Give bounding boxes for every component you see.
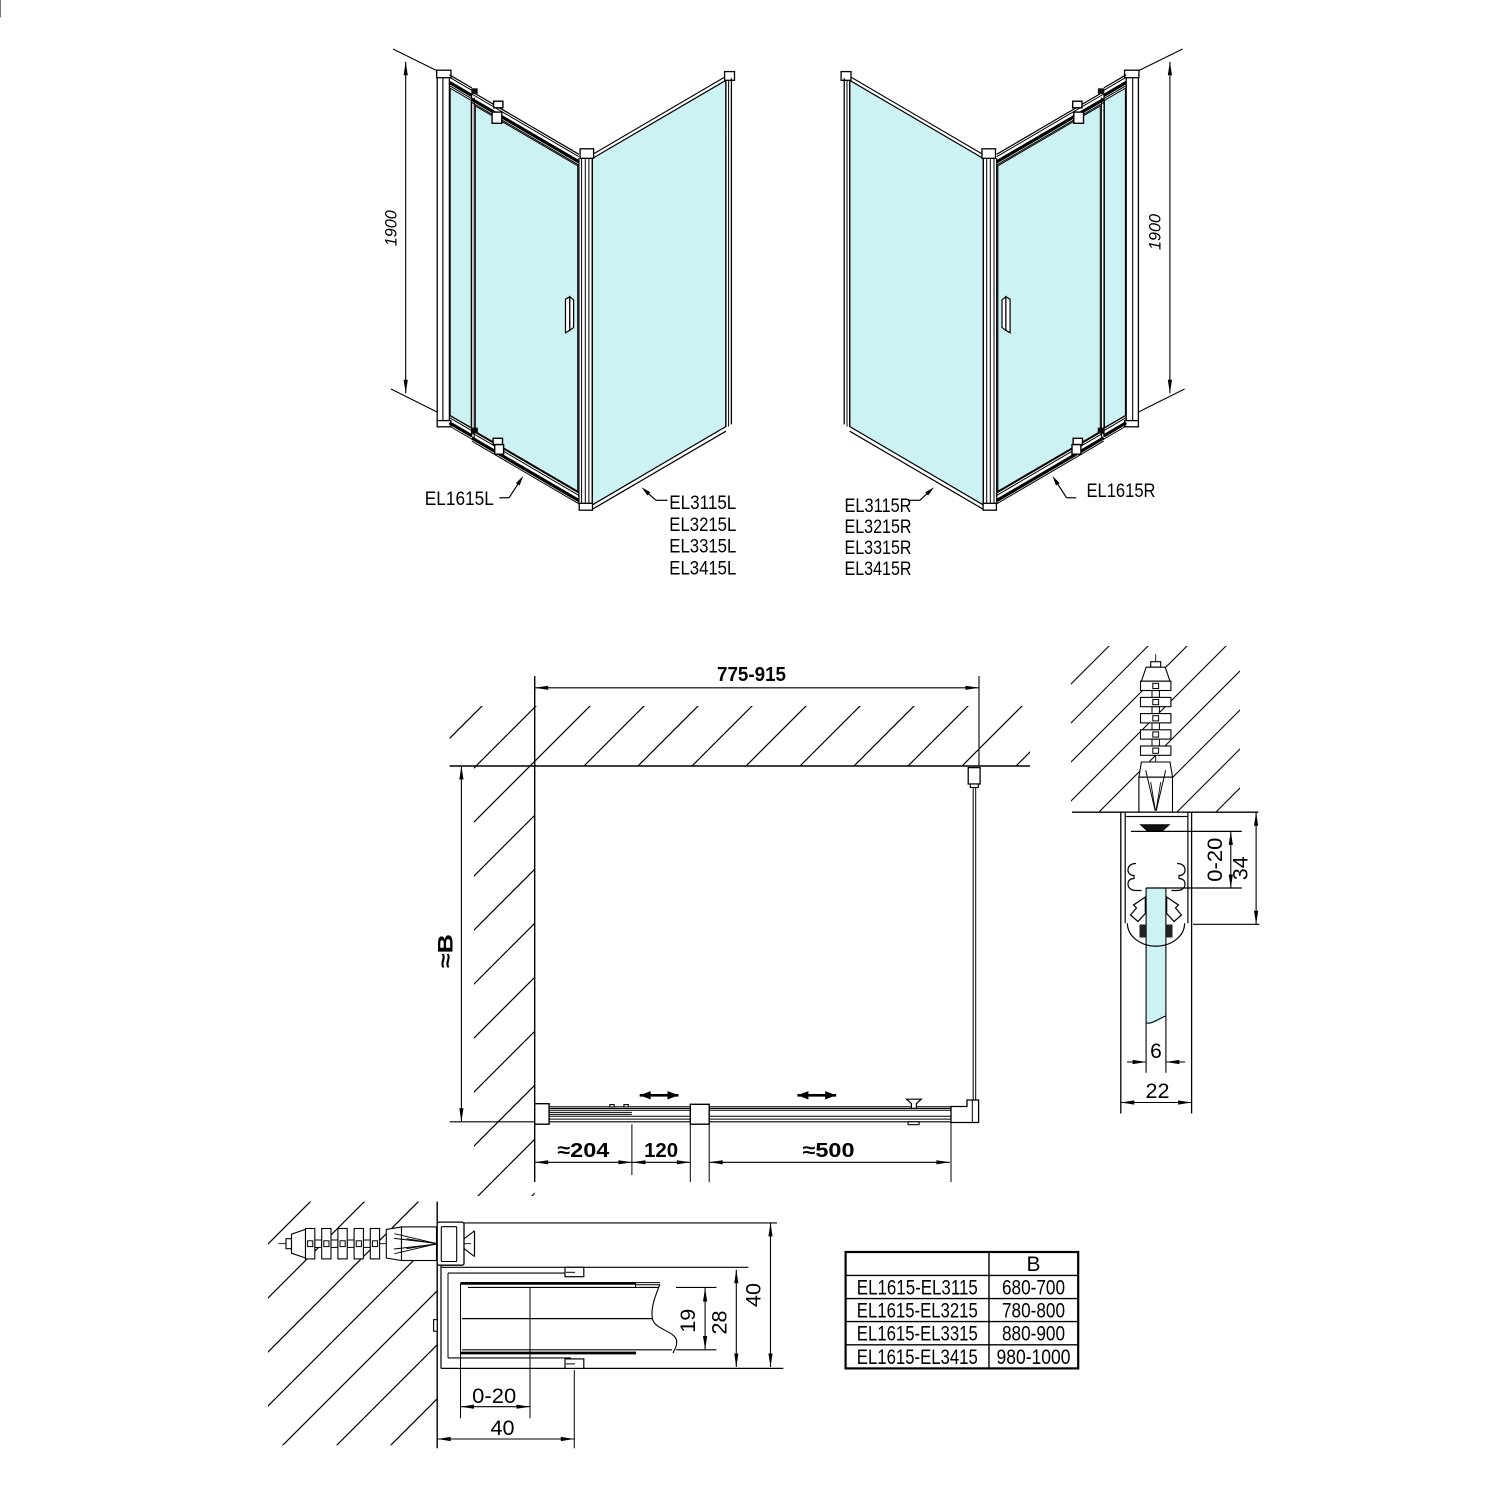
- svg-text:40: 40: [491, 1417, 515, 1440]
- svg-text:120: 120: [644, 1139, 678, 1162]
- svg-text:40: 40: [743, 1283, 766, 1307]
- svg-text:EL3215R: EL3215R: [845, 516, 912, 538]
- svg-text:B: B: [1026, 1253, 1040, 1276]
- svg-text:EL1615-EL3315: EL1615-EL3315: [857, 1323, 978, 1346]
- svg-text:≈500: ≈500: [803, 1139, 855, 1162]
- svg-text:680-700: 680-700: [1002, 1276, 1065, 1299]
- svg-text:EL3215L: EL3215L: [669, 514, 736, 536]
- svg-text:EL1615-EL3215: EL1615-EL3215: [857, 1300, 978, 1323]
- svg-text:≈204: ≈204: [557, 1139, 610, 1162]
- svg-text:EL1615-EL3115: EL1615-EL3115: [857, 1276, 978, 1299]
- svg-text:EL3115R: EL3115R: [845, 495, 912, 517]
- svg-text:EL1615R: EL1615R: [1087, 480, 1156, 502]
- svg-text:34: 34: [1229, 856, 1252, 880]
- svg-text:1900: 1900: [1146, 213, 1165, 250]
- svg-text:EL3315R: EL3315R: [845, 537, 912, 559]
- svg-text:0-20: 0-20: [472, 1385, 516, 1408]
- svg-text:EL3415R: EL3415R: [845, 558, 912, 580]
- svg-text:1900: 1900: [382, 210, 401, 247]
- svg-text:980-1000: 980-1000: [997, 1346, 1071, 1369]
- svg-text:EL3315L: EL3315L: [669, 536, 736, 558]
- svg-text:EL1615L: EL1615L: [425, 488, 494, 510]
- svg-text:≈B: ≈B: [435, 934, 458, 968]
- svg-text:880-900: 880-900: [1002, 1323, 1065, 1346]
- svg-text:775-915: 775-915: [717, 663, 786, 686]
- svg-text:22: 22: [1146, 1080, 1170, 1103]
- svg-text:6: 6: [1150, 1040, 1162, 1063]
- svg-text:0-20: 0-20: [1204, 838, 1227, 882]
- svg-text:EL3115L: EL3115L: [669, 492, 736, 514]
- svg-text:EL1615-EL3415: EL1615-EL3415: [857, 1346, 978, 1369]
- svg-text:EL3415L: EL3415L: [669, 557, 736, 579]
- svg-text:780-800: 780-800: [1002, 1300, 1065, 1323]
- svg-text:28: 28: [709, 1311, 732, 1335]
- svg-text:19: 19: [677, 1309, 700, 1333]
